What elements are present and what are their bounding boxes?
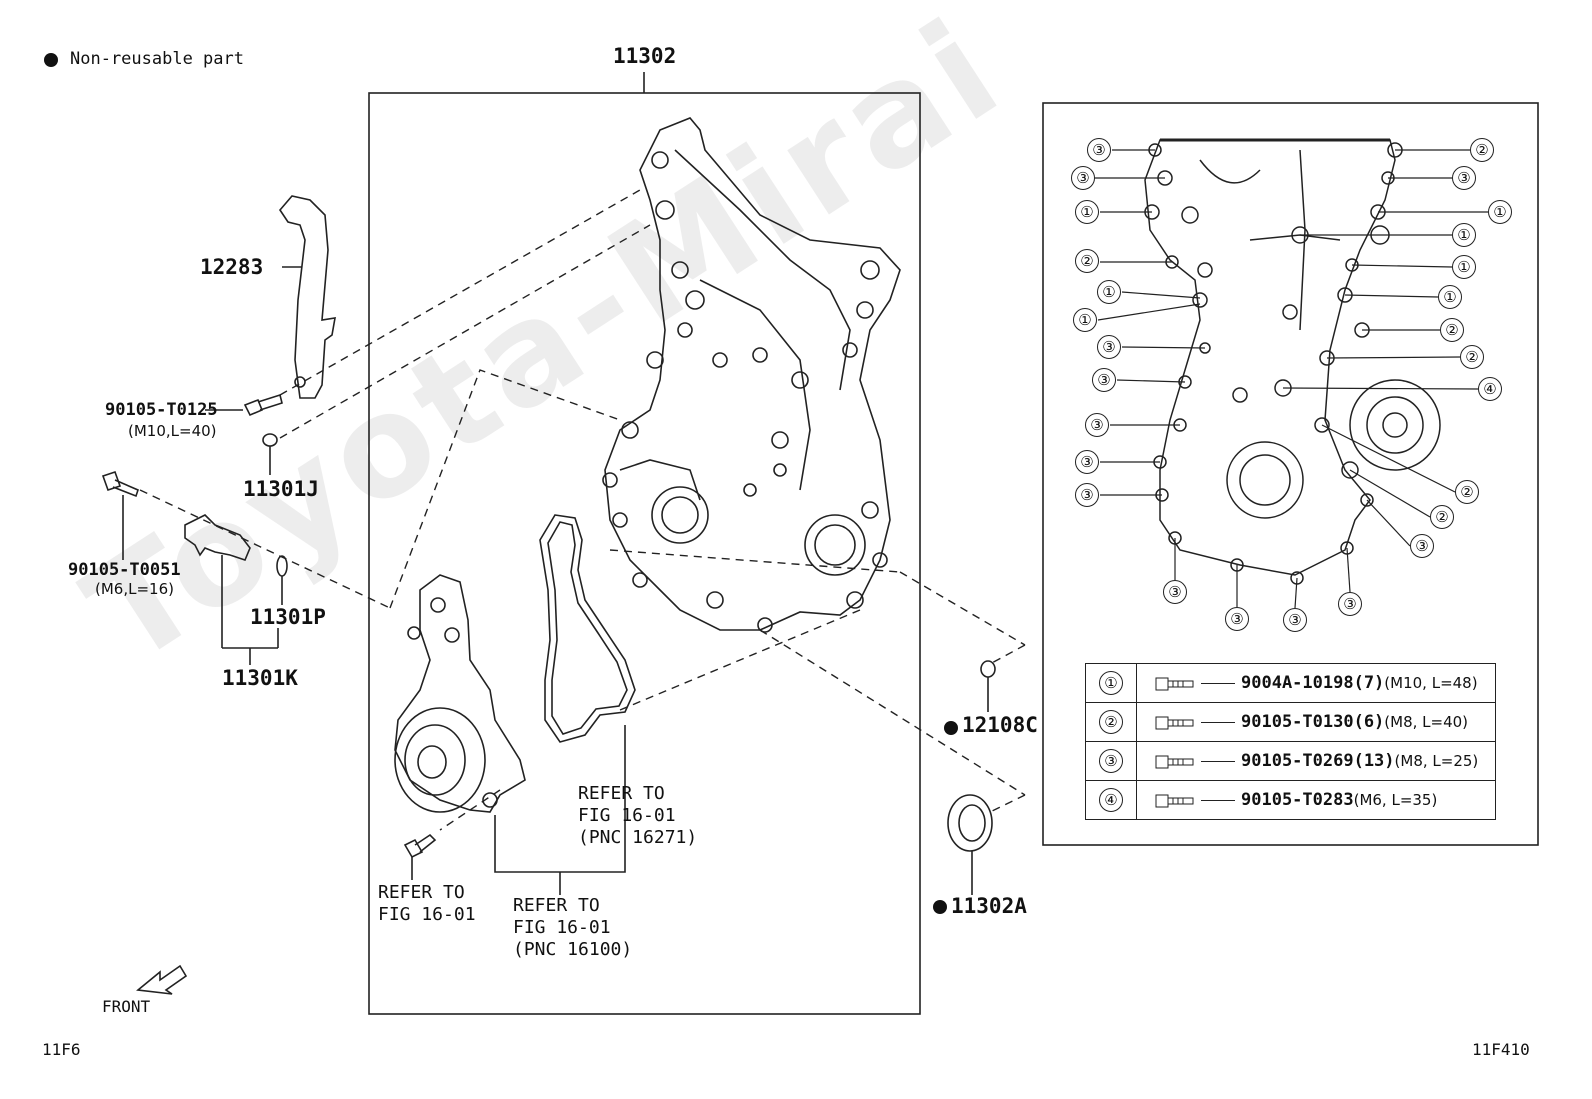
bolt-spec-table: ① 9004A-10198(7)(M10, L=48) ② 90105-T013… bbox=[1085, 663, 1496, 820]
bolt-spec: (M10, L=48) bbox=[1384, 674, 1478, 692]
bolt-part-number: 90105-T0269(13) bbox=[1241, 751, 1395, 771]
callout-3: ③ bbox=[1071, 166, 1095, 190]
timing-cover-shape bbox=[604, 117, 901, 631]
bolt-icon bbox=[1155, 755, 1194, 768]
main-cover-frame bbox=[368, 92, 921, 1015]
bolt-detail-frame bbox=[1042, 102, 1539, 846]
bolt-icon bbox=[1155, 794, 1194, 807]
legend-text: Non-reusable part bbox=[70, 49, 244, 69]
non-reusable-marker-icon bbox=[933, 900, 947, 914]
table-row: ③ 90105-T0269(13)(M8, L=25) bbox=[1085, 741, 1496, 781]
water-pump-shape bbox=[394, 574, 526, 813]
callout-3: ③ bbox=[1225, 607, 1249, 631]
front-arrow-icon bbox=[136, 964, 188, 995]
row-number: ① bbox=[1099, 671, 1123, 695]
callout-3: ③ bbox=[1075, 450, 1099, 474]
part-label-sensor: 11301K bbox=[222, 666, 298, 690]
non-reusable-marker-icon bbox=[944, 721, 958, 735]
part-label-seal-small: 12108C bbox=[962, 713, 1038, 737]
table-row: ① 9004A-10198(7)(M10, L=48) bbox=[1085, 663, 1496, 703]
callout-3: ③ bbox=[1085, 413, 1109, 437]
part-label-bolt1: 90105-T0125 bbox=[105, 400, 218, 420]
bolt-part-number: 9004A-10198(7) bbox=[1241, 673, 1385, 693]
bolt-spec: (M6, L=35) bbox=[1353, 791, 1438, 809]
callout-1: ① bbox=[1097, 280, 1121, 304]
callout-3: ③ bbox=[1163, 580, 1187, 604]
callout-3: ③ bbox=[1283, 608, 1307, 632]
bolt-icon bbox=[1155, 716, 1194, 729]
part-label-main-cover: 11302 bbox=[613, 44, 677, 68]
front-label: FRONT bbox=[102, 997, 151, 1016]
callout-2: ② bbox=[1455, 480, 1479, 504]
bolt-icon bbox=[1155, 677, 1194, 690]
callout-2: ② bbox=[1430, 505, 1454, 529]
bolt-part-number: 90105-T0130(6) bbox=[1241, 712, 1385, 732]
part-label-bracket: 12283 bbox=[200, 255, 264, 279]
callout-1: ① bbox=[1488, 200, 1512, 224]
row-number: ③ bbox=[1099, 749, 1123, 773]
callout-3: ③ bbox=[1087, 138, 1111, 162]
part-spec-bolt1: (M10,L=40) bbox=[128, 422, 217, 440]
gasket-shape bbox=[539, 514, 636, 743]
callout-3: ③ bbox=[1092, 368, 1116, 392]
bolt-part-number: 90105-T0283 bbox=[1241, 790, 1354, 810]
part-label-bolt2: 90105-T0051 bbox=[68, 560, 181, 580]
detail-cover-shape bbox=[1144, 139, 1396, 576]
callout-2: ② bbox=[1460, 345, 1484, 369]
row-number: ② bbox=[1099, 710, 1123, 734]
callout-3: ③ bbox=[1097, 335, 1121, 359]
part-label-seal-large: 11302A bbox=[951, 894, 1027, 918]
part-spec-bolt2: (M6,L=16) bbox=[95, 580, 174, 598]
callout-1: ① bbox=[1452, 255, 1476, 279]
callout-2: ② bbox=[1440, 318, 1464, 342]
sensor-shape bbox=[184, 514, 251, 561]
callout-1: ① bbox=[1075, 200, 1099, 224]
ref-note-pnc-16100: REFER TO FIG 16-01 (PNC 16100) bbox=[513, 895, 633, 960]
page-code-right: 11F410 bbox=[1472, 1040, 1530, 1059]
ref-note-pnc-16271: REFER TO FIG 16-01 (PNC 16271) bbox=[578, 783, 698, 848]
bracket-shape bbox=[278, 195, 336, 399]
callout-3: ③ bbox=[1338, 592, 1362, 616]
callout-1: ① bbox=[1438, 285, 1462, 309]
part-label-oring: 11301P bbox=[250, 605, 326, 629]
row-number: ④ bbox=[1099, 788, 1123, 812]
table-row: ② 90105-T0130(6)(M8, L=40) bbox=[1085, 702, 1496, 742]
callout-3: ③ bbox=[1452, 166, 1476, 190]
callout-3: ③ bbox=[1075, 483, 1099, 507]
callout-4: ④ bbox=[1478, 377, 1502, 401]
bolt-spec: (M8, L=25) bbox=[1394, 752, 1479, 770]
callout-1: ① bbox=[1452, 223, 1476, 247]
bolt-spec: (M8, L=40) bbox=[1384, 713, 1469, 731]
ref-note-fig-bolt: REFER TO FIG 16-01 bbox=[378, 882, 476, 925]
page-code-left: 11F6 bbox=[42, 1040, 81, 1059]
part-label-pin: 11301J bbox=[243, 477, 319, 501]
callout-3: ③ bbox=[1410, 534, 1434, 558]
callout-1: ① bbox=[1073, 308, 1097, 332]
callout-2: ② bbox=[1470, 138, 1494, 162]
table-row: ④ 90105-T0283(M6, L=35) bbox=[1085, 780, 1496, 820]
legend-bullet-icon bbox=[44, 53, 58, 67]
callout-2: ② bbox=[1075, 249, 1099, 273]
